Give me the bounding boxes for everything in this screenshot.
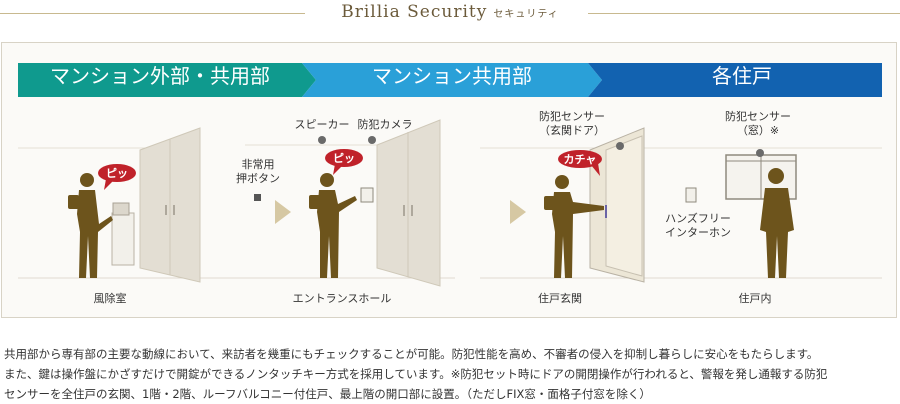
person-scene-4 <box>760 168 794 278</box>
camera-icon <box>368 136 376 144</box>
stage-bar-unit <box>588 63 882 97</box>
camera-label: 防犯カメラ <box>357 118 413 131</box>
handsfree-label-2: インターホン <box>665 226 731 239</box>
description-line-2: また、鍵は操作盤にかざすだけで開錠ができるノンタッチキー方式を採用しています。※… <box>4 367 828 381</box>
stage-label-common: マンション共用部 <box>372 64 532 88</box>
description-line-1: 共用部から専有部の主要な動線において、来訪者を幾重にもチェックすることが可能。防… <box>4 347 819 361</box>
intercom-panel-icon <box>360 187 374 203</box>
flow-arrow-1 <box>275 200 291 224</box>
bubble-pip-1-text: ピッ <box>106 167 128 180</box>
handsfree-intercom-icon <box>685 187 697 203</box>
window-sensor-label-1: 防犯センサー <box>725 110 791 123</box>
stage-bar-common <box>302 63 602 97</box>
person-scene-2 <box>309 173 357 278</box>
title-main: Brillia Security <box>341 2 488 22</box>
header-rule-right <box>588 13 900 14</box>
scene-caption-entrance-hall: エントランスホール <box>292 292 392 305</box>
scene-caption-vestibule: 風除室 <box>93 292 127 305</box>
emergency-button-label-1: 非常用 <box>241 158 275 171</box>
person-scene-3 <box>544 175 604 278</box>
speaker-label: スピーカー <box>294 118 350 131</box>
page-title: Brillia Security セキュリティ <box>300 2 600 22</box>
handsfree-label-1: ハンズフリー <box>665 212 731 225</box>
vestibule-doors <box>139 127 201 283</box>
scene-caption-unit-interior: 住戸内 <box>738 292 772 305</box>
emergency-button-icon <box>254 194 261 201</box>
entrance-doors <box>376 119 441 287</box>
header-rule-left <box>0 13 305 14</box>
flow-arrow-2 <box>510 200 526 224</box>
bubble-pip-2: ピッ <box>325 149 363 175</box>
speaker-icon <box>318 136 326 144</box>
stage-bar-exterior <box>18 63 316 97</box>
door-sensor-icon <box>616 142 624 150</box>
scene-caption-unit-entrance: 住戸玄関 <box>538 292 582 305</box>
stage-label-unit: 各住戸 <box>712 64 772 88</box>
access-control-panel <box>111 202 135 266</box>
door-sensor-label-2: （玄関ドア） <box>539 124 605 137</box>
person-scene-1 <box>68 173 113 278</box>
bubble-kacha: カチャ <box>558 150 602 176</box>
bubble-kacha-text: カチャ <box>564 153 597 166</box>
door-sensor-label-1: 防犯センサー <box>539 110 605 123</box>
page-header: Brillia Security セキュリティ <box>0 0 900 26</box>
emergency-button-label-2: 押ボタン <box>236 172 280 185</box>
window-sensor-label-2: （窓）※ <box>736 124 780 137</box>
description-line-3: センサーを全住戸の玄関、1階・2階、ルーフバルコニー付住戸、最上階の開口部に設置… <box>4 387 651 401</box>
window-sensor-icon <box>756 149 764 157</box>
title-sub: セキュリティ <box>493 9 559 20</box>
stage-label-exterior: マンション外部・共用部 <box>50 64 270 88</box>
description-paragraph: 共用部から専有部の主要な動線において、来訪者を幾重にもチェックすることが可能。防… <box>4 344 896 404</box>
bubble-pip-2-text: ピッ <box>333 152 355 165</box>
bubble-pip-1: ピッ <box>98 164 136 190</box>
unit-entrance-door <box>589 127 645 283</box>
security-illustration: ピッ ピッ カチャ <box>18 63 882 287</box>
